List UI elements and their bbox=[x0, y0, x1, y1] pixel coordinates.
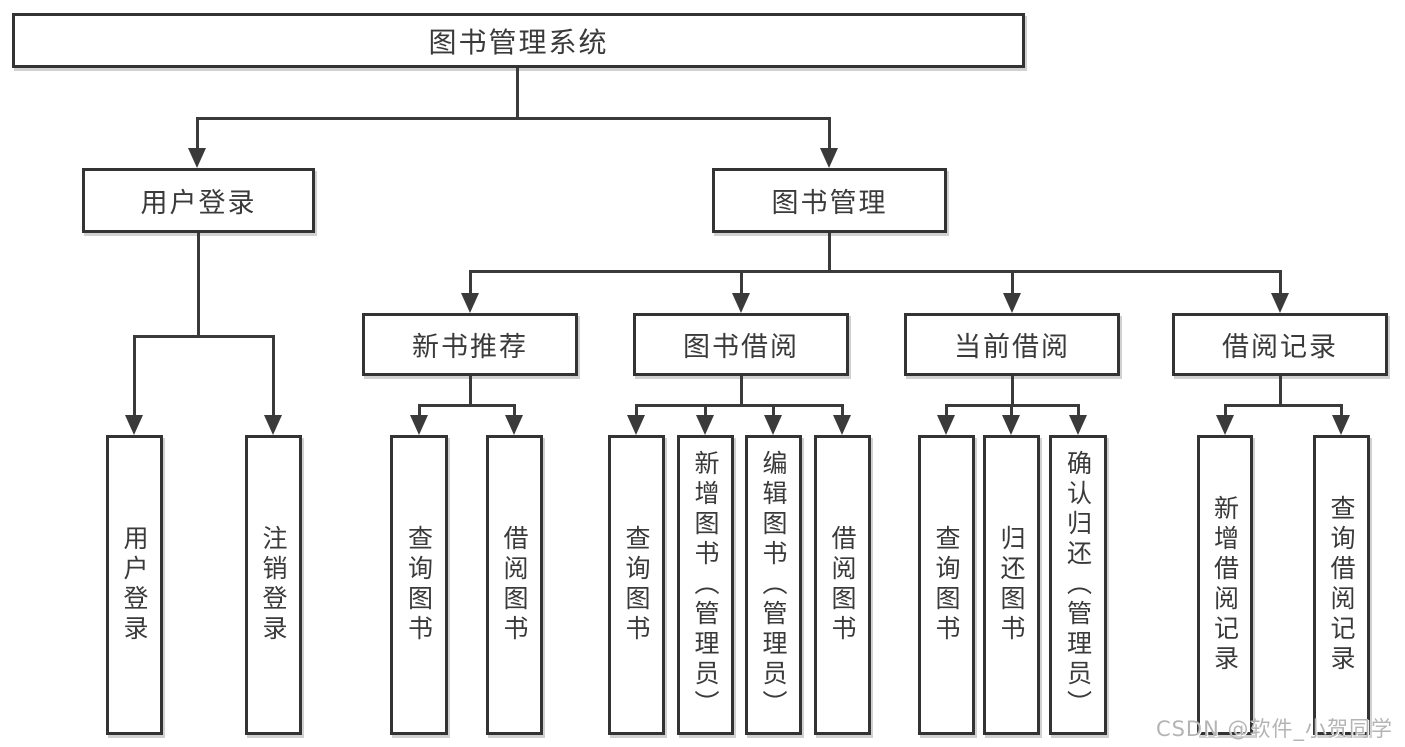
leaf-confirm-return-admin: 确认归还（管理员） bbox=[1049, 435, 1107, 735]
node-new-book-recommend: 新书推荐 bbox=[362, 313, 578, 376]
arrow-down-icon bbox=[125, 415, 143, 435]
connector-branch bbox=[418, 404, 516, 407]
leaf-query-books-3: 查询图书 bbox=[918, 435, 975, 735]
node-label: 借阅图书 bbox=[828, 525, 857, 645]
connector-branch bbox=[469, 270, 1282, 273]
arrow-down-icon bbox=[820, 148, 838, 168]
arrow-down-icon bbox=[1216, 415, 1234, 435]
connector-root-branch bbox=[196, 117, 831, 120]
node-label: 新增图书（管理员） bbox=[691, 450, 720, 720]
connector-stub bbox=[513, 404, 516, 418]
node-label: 当前借阅 bbox=[954, 332, 1070, 363]
leaf-borrow-books-2: 借阅图书 bbox=[814, 435, 871, 735]
connector-stub bbox=[828, 117, 831, 152]
node-label: 借阅图书 bbox=[500, 525, 529, 645]
node-label: 图书管理系统 bbox=[428, 25, 609, 59]
connector-stub bbox=[196, 117, 199, 152]
node-label: 编辑图书（管理员） bbox=[759, 450, 788, 720]
connector-stub bbox=[1011, 270, 1014, 296]
arrow-down-icon bbox=[188, 148, 206, 168]
node-label: 查询借阅记录 bbox=[1327, 495, 1356, 675]
arrow-down-icon bbox=[1069, 415, 1087, 435]
leaf-user-login: 用户登录 bbox=[106, 435, 163, 735]
arrow-down-icon bbox=[410, 415, 428, 435]
node-label: 用户登录 bbox=[140, 188, 257, 219]
connector-stub bbox=[740, 270, 743, 296]
arrow-down-icon bbox=[732, 293, 750, 313]
node-user-login: 用户登录 bbox=[82, 168, 315, 233]
connector-trunk bbox=[1279, 376, 1282, 407]
leaf-query-books-2: 查询图书 bbox=[608, 435, 665, 735]
node-label: 新书推荐 bbox=[412, 332, 528, 363]
node-label: 注销登录 bbox=[259, 525, 288, 645]
connector-trunk bbox=[469, 376, 472, 407]
node-label: 查询图书 bbox=[404, 525, 434, 645]
csdn-watermark: CSDN @软件_小贺同学 bbox=[1155, 717, 1393, 741]
connector-stub bbox=[469, 270, 472, 296]
connector-trunk bbox=[828, 233, 831, 272]
node-current-borrow: 当前借阅 bbox=[904, 313, 1120, 376]
arrow-down-icon bbox=[764, 415, 782, 435]
connector-stub bbox=[704, 404, 707, 418]
node-label: 查询图书 bbox=[622, 525, 651, 645]
connector-stub bbox=[133, 335, 136, 417]
connector-branch bbox=[635, 404, 844, 407]
node-label: 借阅记录 bbox=[1222, 332, 1338, 363]
arrow-down-icon bbox=[461, 293, 479, 313]
node-label: 图书管理 bbox=[771, 188, 888, 219]
arrow-down-icon bbox=[627, 415, 645, 435]
node-label: 用户登录 bbox=[120, 525, 149, 645]
arrow-down-icon bbox=[1003, 293, 1021, 313]
connector-stub bbox=[945, 404, 948, 418]
leaf-edit-books-admin: 编辑图书（管理员） bbox=[745, 435, 802, 735]
connector-stub bbox=[1224, 404, 1227, 418]
node-label: 图书借阅 bbox=[683, 332, 799, 363]
connector-stub bbox=[418, 404, 421, 418]
connector-stub bbox=[1010, 404, 1013, 418]
leaf-add-borrow-record: 新增借阅记录 bbox=[1197, 435, 1253, 735]
arrow-down-icon bbox=[505, 415, 523, 435]
connector-root-trunk bbox=[516, 68, 519, 118]
connector-stub bbox=[635, 404, 638, 418]
connector-trunk bbox=[1011, 376, 1014, 407]
connector-stub bbox=[1279, 270, 1282, 296]
node-label: 新增借阅记录 bbox=[1210, 495, 1240, 675]
connector-stub bbox=[772, 404, 775, 418]
node-borrow-record: 借阅记录 bbox=[1172, 313, 1388, 376]
connector-stub bbox=[1077, 404, 1080, 418]
node-book-borrow: 图书借阅 bbox=[633, 313, 849, 376]
connector-branch bbox=[133, 335, 275, 338]
arrow-down-icon bbox=[1002, 415, 1020, 435]
leaf-add-books-admin: 新增图书（管理员） bbox=[677, 435, 734, 735]
arrow-down-icon bbox=[696, 415, 714, 435]
node-label: 归还图书 bbox=[997, 525, 1026, 645]
connector-stub bbox=[841, 404, 844, 418]
arrow-down-icon bbox=[1332, 415, 1350, 435]
connector-branch bbox=[1224, 404, 1343, 407]
leaf-return-books: 归还图书 bbox=[983, 435, 1040, 735]
connector-trunk bbox=[197, 233, 200, 337]
leaf-query-borrow-record: 查询借阅记录 bbox=[1313, 435, 1370, 735]
arrow-down-icon bbox=[833, 415, 851, 435]
connector-trunk bbox=[740, 376, 743, 407]
leaf-logout: 注销登录 bbox=[245, 435, 302, 735]
arrow-down-icon bbox=[937, 415, 955, 435]
node-root-library-system: 图书管理系统 bbox=[12, 13, 1025, 68]
node-book-management: 图书管理 bbox=[712, 168, 947, 233]
arrow-down-icon bbox=[1271, 293, 1289, 313]
node-label: 查询图书 bbox=[932, 525, 961, 645]
leaf-borrow-books-1: 借阅图书 bbox=[486, 435, 543, 735]
connector-stub bbox=[1340, 404, 1343, 418]
node-label: 确认归还（管理员） bbox=[1063, 450, 1093, 720]
arrow-down-icon bbox=[264, 415, 282, 435]
leaf-query-books-1: 查询图书 bbox=[390, 435, 448, 735]
connector-stub bbox=[272, 335, 275, 417]
